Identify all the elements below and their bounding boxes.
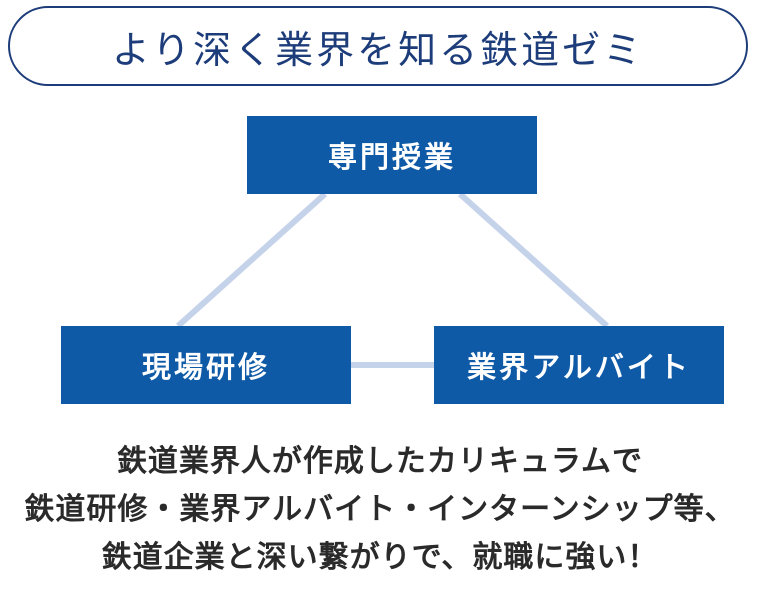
description-line-2: 鉄道研修・業界アルバイト・インターンシップ等、 [24,492,736,527]
node-label: 現場研修 [141,350,270,384]
description-line-1: 鉄道業界人が作成したカリキュラムで [116,444,644,479]
connector-top-right [457,191,610,329]
description-line-3: 鉄道企業と深い繋がりで、就職に強い！ [101,540,659,575]
node-label: 専門授業 [327,140,456,174]
description: 鉄道業界人が作成したカリキュラムで 鉄道研修・業界アルバイト・インターンシップ等… [0,438,760,582]
node-specialized-classes: 専門授業 [247,116,537,194]
node-label: 業界アルバイト [467,350,691,384]
title-text: より深く業界を知る鉄道ゼミ [111,27,645,72]
connector-top-left [175,191,328,329]
node-field-training: 現場研修 [61,326,351,404]
title-banner: より深く業界を知る鉄道ゼミ [8,6,748,86]
node-industry-part-time: 業界アルバイト [434,326,724,404]
